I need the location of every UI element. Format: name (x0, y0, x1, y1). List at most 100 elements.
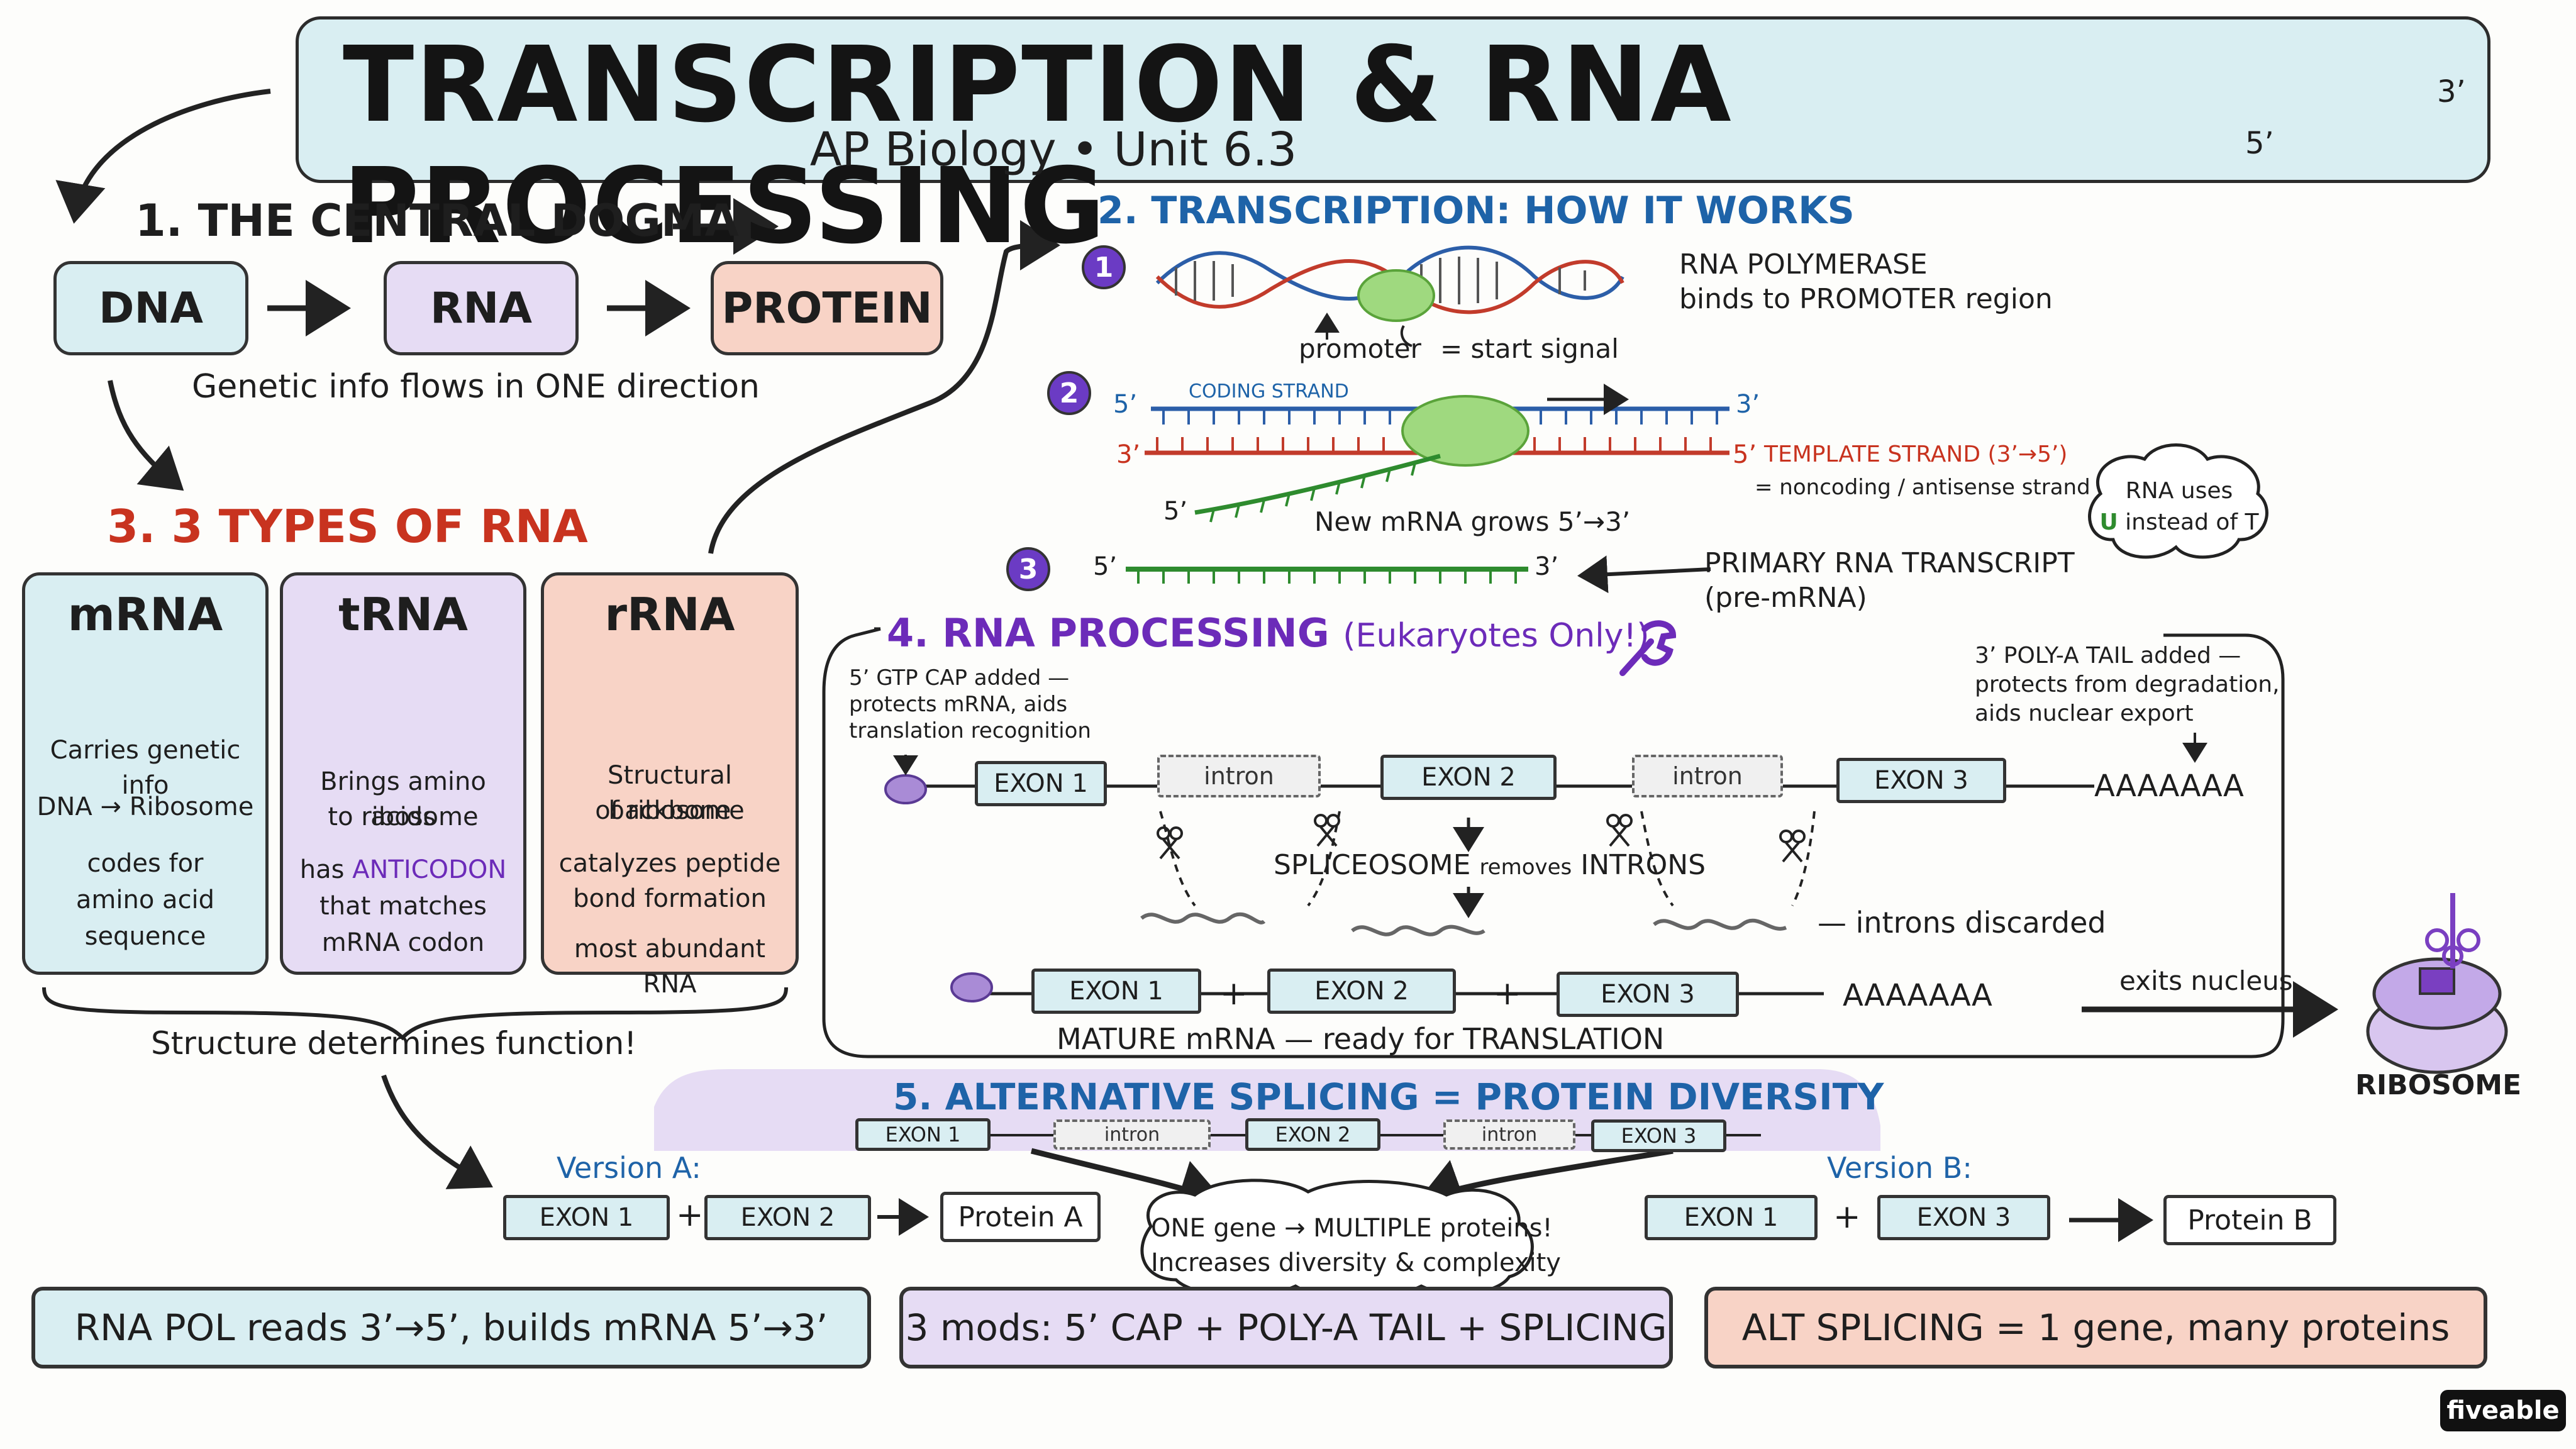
exits-nucleus-label: exits nucleus (2119, 965, 2293, 996)
rna-brace (42, 987, 788, 1041)
mrna-card-line5: sequence (84, 922, 206, 951)
noncoding-label: = noncoding / antisense strand (1755, 475, 2090, 500)
template-strand-label: TEMPLATE STRAND (3’→5’) (1764, 441, 2068, 467)
coding-5prime: 5’ (1113, 390, 1138, 419)
step2-badge: 2 (1047, 371, 1091, 415)
dogma-caption: Genetic info flows in ONE direction (192, 368, 760, 406)
mature-mrna-label: MATURE mRNA — ready for TRANSLATION (1057, 1022, 1665, 1056)
ribosome-label: RIBOSOME (2355, 1069, 2522, 1101)
scissors-icon (1157, 814, 1806, 863)
rna-polymerase-label: RNA POLYMERASE (1679, 248, 1928, 280)
alt-pre-exon-1: EXON 1 (855, 1118, 991, 1151)
mature-polya-tail: AAAAAAA (1843, 978, 1992, 1013)
template-5prime: 5’ (1733, 440, 1757, 469)
mrna-card-line2: DNA → Ribosome (36, 792, 254, 821)
gtp-cap-icon (884, 774, 927, 804)
tail-note-line2: protects from degradation, (1975, 672, 2280, 697)
protein-a-box: Protein A (940, 1192, 1101, 1242)
rrna-card-line4: bond formation (573, 884, 767, 913)
alt-pre-intron-2: intron (1443, 1119, 1575, 1150)
spliceosome-word: SPLICEOSOME (1274, 849, 1471, 881)
pre-exon-1: EXON 1 (975, 761, 1107, 806)
summary-box-alt-splicing: ALT SPLICING = 1 gene, many proteins (1704, 1287, 2487, 1368)
template-3prime: 3’ (1116, 440, 1141, 469)
alt-pre-exon-3: EXON 3 (1591, 1119, 1726, 1152)
rna-uses-line2: U instead of T (2094, 509, 2264, 535)
helix-5prime-label: 5’ (2245, 126, 2274, 161)
rna-polymerase-step2 (1401, 395, 1530, 467)
pre-polya-tail: AAAAAAA (2094, 769, 2244, 804)
step3-badge: 3 (1006, 547, 1050, 591)
trna-card-line5: mRNA codon (321, 928, 485, 957)
pre-exon-3: EXON 3 (1836, 758, 2006, 803)
tail-note-line3: aids nuclear export (1975, 701, 2194, 726)
version-b-exon-1: EXON 1 (1645, 1195, 1818, 1240)
trna-card-line2: to ribosome (328, 802, 479, 831)
mrna-card-line4: amino acid (75, 886, 215, 914)
cap-note-line1: 5’ GTP CAP added — (849, 665, 1070, 691)
rrna-card-title: rRNA (604, 588, 735, 641)
mrna-5prime-label: 5’ (1163, 497, 1188, 526)
trna-card-line4: that matches (319, 892, 487, 921)
pre-intron-1: intron (1157, 755, 1321, 797)
mature-plus-2: + (1494, 975, 1521, 1013)
cloud-line1: ONE gene → MULTIPLE proteins! (1151, 1214, 1553, 1243)
title-banner: TRANSCRIPTION & RNA PROCESSING AP Biolog… (296, 16, 2490, 267)
rna-types-caption: Structure determines function! (151, 1025, 637, 1062)
rna-types-heading: 3. 3 TYPES OF RNA (107, 500, 588, 553)
primary-transcript-label: PRIMARY RNA TRANSCRIPT (1704, 547, 2075, 579)
version-b-label: Version B: (1827, 1151, 1972, 1185)
mature-plus-1: + (1220, 975, 1248, 1013)
rna-uses-cloud (2088, 443, 2268, 559)
uracil-letter: U (2099, 509, 2118, 535)
trna-card-line3: has ANTICODON (289, 852, 517, 887)
rrna-card-line2: of ribosome (595, 796, 745, 825)
dogma-protein-box: PROTEIN (711, 261, 943, 355)
step3-pre-mrna (1126, 567, 1528, 584)
dogma-rna-box: RNA (384, 261, 579, 355)
dogma-dna-box: DNA (53, 261, 248, 355)
coding-strand-label: CODING STRAND (1189, 380, 1349, 402)
ribosome-icon (2366, 893, 2508, 1074)
pre-intron-2: intron (1632, 755, 1783, 797)
intro-arrow (55, 89, 271, 224)
trna-card-line3-prefix: has (299, 855, 353, 884)
summary-box-rna-pol: RNA POL reads 3’→5’, builds mRNA 5’→3’ (31, 1287, 871, 1368)
processing-heading-text: 4. RNA PROCESSING (887, 610, 1330, 656)
mature-exon-3: EXON 3 (1557, 972, 1739, 1017)
processing-heading: 4. RNA PROCESSING (Eukaryotes Only!) (887, 610, 1650, 656)
cap-note-line3: translation recognition (849, 718, 1091, 743)
version-b-exon-3: EXON 3 (1877, 1195, 2050, 1240)
rrna-card: rRNA Structural backbone of ribosome cat… (541, 572, 799, 999)
step2-strands (1145, 384, 1729, 523)
version-a-exon-2: EXON 2 (704, 1195, 871, 1240)
step3-3prime: 3’ (1535, 552, 1559, 581)
new-mrna-strand (1194, 453, 1441, 515)
mrna-card-line1: Carries genetic info (50, 736, 241, 800)
protein-b-box: Protein B (2163, 1195, 2336, 1245)
version-a-label: Version A: (557, 1151, 701, 1185)
pre-exon-2: EXON 2 (1380, 755, 1557, 800)
rrna-card-line5: most abundant RNA (574, 935, 766, 999)
trna-card: tRNA Brings amino acids to ribosome has … (280, 572, 526, 975)
mature-exon-1: EXON 1 (1031, 969, 1201, 1014)
anticodon-term: ANTICODON (352, 855, 507, 884)
cap-note-line2: protects mRNA, aids (849, 692, 1068, 717)
step1-badge: 1 (1082, 245, 1126, 289)
coding-3prime: 3’ (1736, 390, 1760, 419)
mrna-card-title: mRNA (67, 588, 223, 641)
rrna-card-line3: catalyzes peptide (558, 849, 781, 878)
central-dogma-heading: 1. THE CENTRAL DOGMA (135, 195, 739, 247)
introns-discarded-label: — introns discarded (1818, 906, 2106, 940)
mrna-card: mRNA Carries genetic info DNA → Ribosome… (22, 572, 269, 975)
mrna-grows-label: New mRNA grows 5’→3’ (1314, 506, 1631, 537)
alt-pre-intron-1: intron (1053, 1119, 1211, 1150)
transcription-heading: 2. TRANSCRIPTION: HOW IT WORKS (1097, 189, 1855, 233)
rna-uses-line1: RNA uses (2125, 478, 2233, 504)
trna-card-line1: Brings amino acids (320, 767, 486, 831)
processing-frame (822, 627, 2285, 1058)
summary-box-mods: 3 mods: 5’ CAP + POLY-A TAIL + SPLICING (899, 1287, 1673, 1368)
version-a-exon-1: EXON 1 (503, 1195, 670, 1240)
introns-word: INTRONS (1580, 849, 1706, 881)
version-b-plus: + (1833, 1198, 1861, 1236)
